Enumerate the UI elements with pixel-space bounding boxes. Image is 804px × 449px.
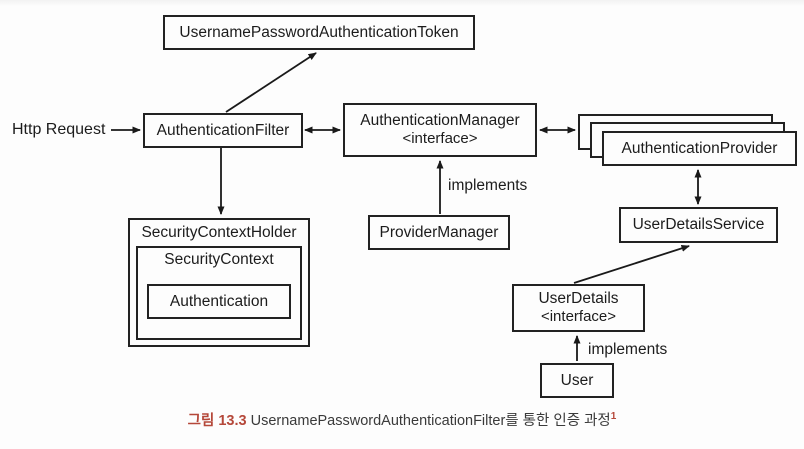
node-label: UsernamePasswordAuthenticationToken (179, 23, 459, 41)
node-security-context: SecurityContext Authentication (136, 246, 302, 340)
http-request-label: Http Request (12, 121, 106, 138)
node-label: AuthenticationProvider (621, 139, 778, 157)
figure-title: UsernamePasswordAuthenticationFilter를 통한… (246, 413, 611, 429)
node-label: UserDetails (538, 289, 619, 307)
node-authentication-provider: AuthenticationProvider (602, 131, 797, 166)
figure-number: 그림 13.3 (187, 413, 247, 429)
node-stereotype: <interface> (540, 308, 617, 326)
node-label: SecurityContextHolder (141, 224, 297, 241)
arrow-userdetails-to-service (573, 244, 690, 284)
node-authentication-filter: AuthenticationFilter (143, 113, 303, 148)
node-authentication-manager: AuthenticationManager <interface> (343, 103, 537, 157)
implements-label-provider-manager: implements (448, 177, 528, 194)
node-label: Authentication (169, 292, 269, 310)
node-stereotype: <interface> (402, 130, 478, 148)
footnote-marker: 1 (610, 411, 617, 423)
node-security-context-holder: SecurityContextHolder SecurityContext Au… (128, 218, 310, 347)
figure-caption: 그림 13.3 UsernamePasswordAuthenticationFi… (0, 409, 804, 430)
node-user-details: UserDetails <interface> (512, 284, 645, 332)
node-authentication: Authentication (147, 284, 291, 319)
node-label: SecurityContext (164, 251, 274, 268)
implements-label-user: implements (588, 341, 668, 358)
node-label: AuthenticationManager (360, 111, 520, 129)
node-label: AuthenticationFilter (156, 121, 290, 139)
arrow-filter-to-token (225, 52, 317, 113)
node-label: ProviderManager (379, 223, 499, 241)
node-label: User (560, 371, 594, 389)
node-username-password-authentication-token: UsernamePasswordAuthenticationToken (163, 15, 475, 50)
node-provider-manager: ProviderManager (368, 215, 510, 250)
node-user: User (540, 363, 614, 398)
node-label: UserDetailsService (632, 216, 765, 234)
node-user-details-service: UserDetailsService (619, 207, 778, 243)
